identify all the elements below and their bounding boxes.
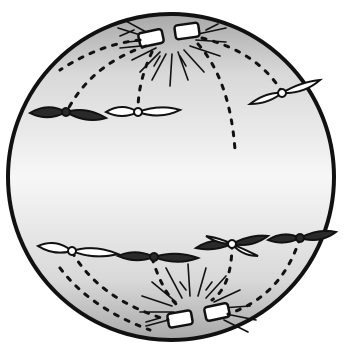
- centromere: [278, 89, 286, 97]
- centromere: [150, 253, 158, 261]
- centromere: [228, 240, 236, 248]
- centromere: [62, 108, 70, 116]
- centromere: [68, 247, 76, 255]
- centromere: [134, 108, 142, 116]
- centromere: [296, 234, 304, 242]
